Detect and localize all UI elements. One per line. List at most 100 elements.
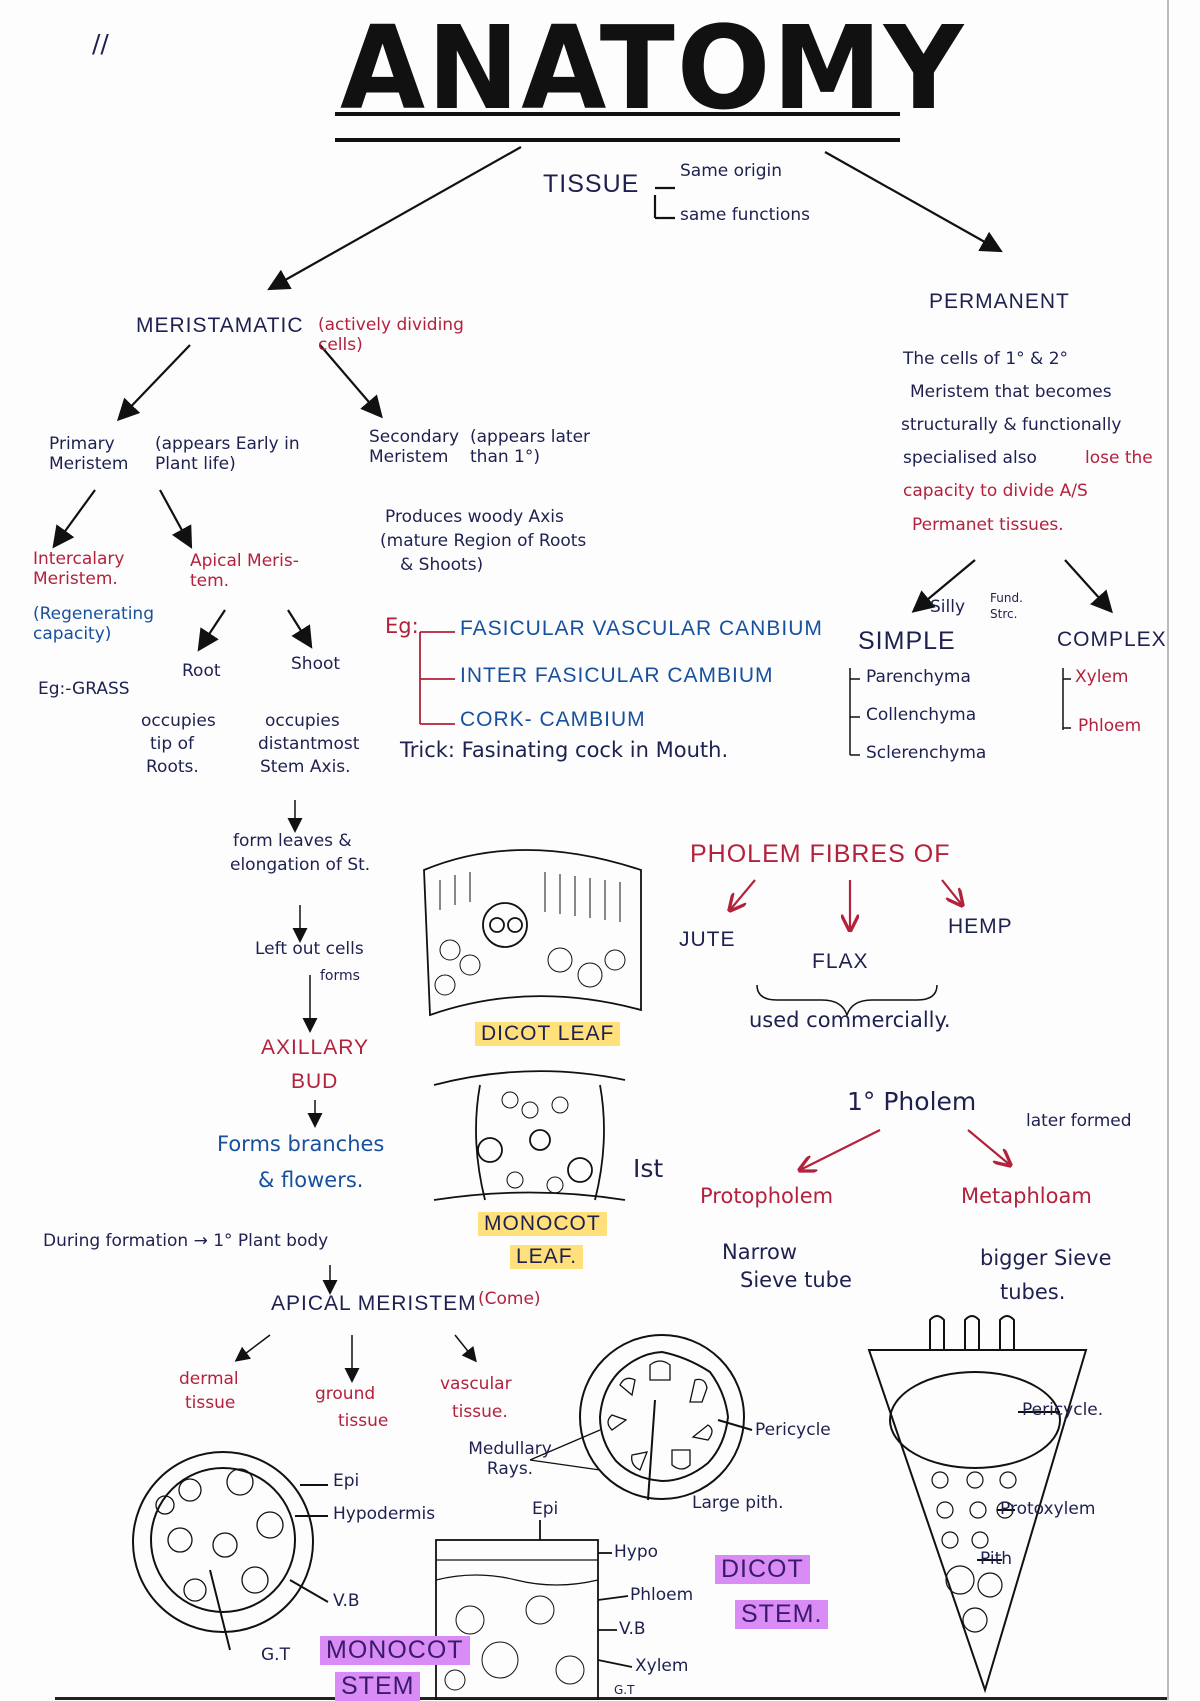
monocot-leaf-label: MONOCOT — [478, 1212, 607, 1237]
phloem-fibre-item: FLAX — [812, 950, 869, 973]
tissue-prop: Same origin — [680, 161, 783, 181]
secondary-example: INTER FASICULAR CAMBIUM — [460, 664, 774, 687]
dicot-stem-title: STEM. — [735, 1600, 829, 1629]
permanent-desc-red: lose the — [1085, 448, 1153, 468]
metaphloem-desc: tubes. — [1000, 1280, 1066, 1304]
simple-tissue-item: Parenchyma — [866, 667, 971, 687]
complex-tissue-item: Xylem — [1075, 667, 1129, 687]
phloem-fibres-note: used commercially. — [749, 1008, 951, 1032]
primary-meristem-note: (appears Early in Plant life) — [155, 434, 300, 474]
tissue-type: tissue. — [452, 1402, 508, 1422]
secondary-produces: (mature Region of Roots — [380, 531, 587, 551]
protophloem-desc: Sieve tube — [740, 1268, 852, 1292]
shoot-flow-text: Forms branches — [217, 1132, 385, 1156]
shoot-flow-text: forms — [320, 968, 360, 984]
monocot-stem-label: V.B — [333, 1591, 360, 1611]
intercalary-example: Eg:-GRASS — [38, 679, 130, 699]
vascular-bundle-drawing — [867, 1315, 1088, 1694]
secondary-meristem-note: (appears later than 1°) — [470, 427, 591, 467]
tissue-type: tissue — [185, 1393, 236, 1413]
stem-section-drawing — [435, 1520, 633, 1700]
stem-section-label: Phloem — [630, 1585, 694, 1605]
monocot-stem-title: STEM — [335, 1672, 421, 1701]
axillary-bud: BUD — [291, 1070, 339, 1093]
tissue-type: tissue — [338, 1411, 389, 1431]
shoot-flow-text: Left out cells — [255, 939, 364, 959]
phloem-fibres-title: PHOLEM FIBRES OF — [690, 840, 951, 868]
monocot-stem-drawing — [132, 1451, 329, 1651]
tissue-type: vascular — [440, 1374, 512, 1394]
vascular-bundle-label: Protoxylem — [1000, 1499, 1096, 1519]
root-desc: Roots. — [146, 757, 199, 777]
shoot-label: Shoot — [291, 654, 341, 674]
tissue-type: dermal — [179, 1369, 239, 1389]
dicot-stem-label: Pericycle — [755, 1420, 831, 1440]
secondary-example: FASICULAR VASCULAR CANBIUM — [460, 617, 823, 640]
secondary-produces: & Shoots) — [400, 555, 484, 575]
stem-section-label: Epi — [532, 1499, 559, 1519]
mnemonic-word: Silly — [930, 597, 966, 617]
meristematic-note: (actively dividing cells) — [318, 315, 464, 355]
dicot-leaf-label: DICOT LEAF — [475, 1022, 621, 1047]
complex-tissue-label: COMPLEX — [1057, 628, 1167, 651]
permanent-desc: The cells of 1° & 2° — [903, 349, 1069, 369]
protophloem-label: Protopholem — [700, 1184, 834, 1208]
permanent-desc-red: Permanet tissues. — [912, 515, 1064, 535]
permanent-desc: Meristem that becomes — [910, 382, 1112, 402]
stem-section-label: Xylem — [635, 1656, 689, 1676]
monocot-stem-label: G.T — [261, 1645, 290, 1665]
permanent-desc-red: capacity to divide A/S — [903, 481, 1088, 501]
dicot-leaf-drawing — [423, 849, 642, 1017]
primary-meristem-label: Primary Meristem — [49, 434, 129, 474]
dicot-stem-drawing — [529, 1334, 753, 1501]
stem-section-label: G.T — [614, 1683, 635, 1697]
metaphloem-note: later formed — [1026, 1111, 1132, 1131]
dicot-stem-label: Large pith. — [692, 1493, 784, 1513]
page-edge — [1167, 0, 1169, 1700]
root-desc: occupies — [141, 711, 216, 731]
secondary-eg-label: Eg: — [385, 614, 419, 638]
phloem-fibre-item: HEMP — [948, 915, 1013, 938]
vascular-bundle-label: Pith — [980, 1549, 1013, 1569]
stem-section-label: Hypo — [614, 1542, 659, 1562]
shoot-flow-text: & flowers. — [258, 1168, 364, 1192]
monocot-leaf-drawing — [433, 1070, 626, 1201]
permanent-desc: structurally & functionally — [901, 415, 1122, 435]
primary-phloem-label: 1° Pholem — [847, 1087, 977, 1116]
phloem-fibre-item: JUTE — [679, 928, 736, 951]
apical-meristem: Apical Meris-tem. — [190, 551, 299, 591]
metaphloem-desc: bigger Sieve — [980, 1246, 1112, 1270]
shoot-desc: occupies — [265, 711, 340, 731]
secondary-example: CORK- CAMBIUM — [460, 708, 646, 731]
permanent-label: PERMANENT — [929, 290, 1070, 313]
monocot-stem-label: Epi — [333, 1471, 360, 1491]
title-underline — [335, 112, 900, 142]
simple-tissue-item: Collenchyma — [866, 705, 977, 725]
vascular-bundle-label: Pericycle. — [1022, 1400, 1104, 1420]
intercalary-meristem: Intercalary Meristem. — [33, 549, 125, 589]
permanent-desc: specialised also — [903, 448, 1037, 468]
secondary-produces: Produces woody Axis — [385, 507, 564, 527]
meristematic-label: MERISTAMATIC — [136, 314, 304, 337]
monocot-stem-title: MONOCOT — [320, 1636, 470, 1665]
arrow-to-permanent — [824, 151, 1003, 253]
dicot-stem-label: Medullary Rays. — [468, 1439, 552, 1479]
apical-meristem-note: (Come) — [478, 1289, 541, 1309]
protophloem-desc: Narrow — [722, 1240, 798, 1264]
first-label: Ist — [633, 1154, 664, 1183]
mnemonic-item: Fund. — [990, 591, 1023, 605]
arrow-to-meristematic — [267, 146, 522, 291]
tissue-type: ground — [315, 1384, 376, 1404]
formation-note: During formation → 1° Plant body — [43, 1231, 329, 1251]
mnemonic-item: Strc. — [990, 607, 1018, 621]
mnemonic-trick: Trick: Fasinating cock in Mouth. — [400, 738, 729, 762]
simple-tissue-label: SIMPLE — [858, 627, 956, 655]
shoot-desc: Stem Axis. — [260, 757, 351, 777]
page-bottom-edge — [55, 1697, 1167, 1700]
tissue-bracket — [653, 186, 675, 220]
shoot-flow-text: elongation of St. — [230, 855, 371, 875]
shoot-flow-text: form leaves & — [233, 831, 352, 851]
root-desc: tip of — [150, 734, 194, 754]
complex-tissue-item: Phloem — [1078, 716, 1142, 736]
